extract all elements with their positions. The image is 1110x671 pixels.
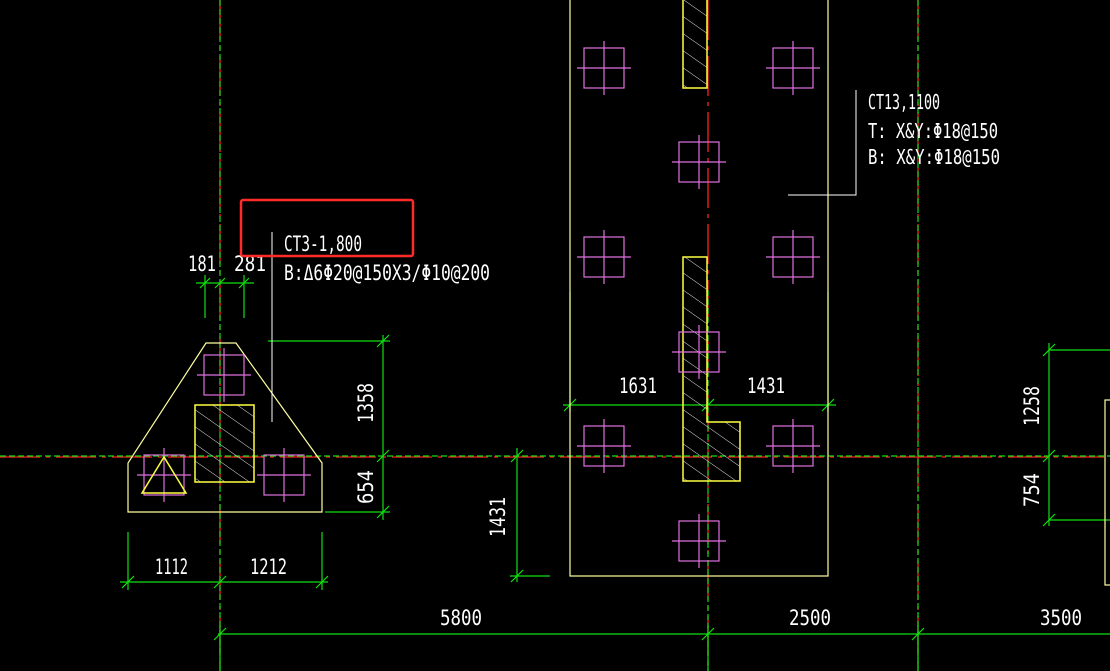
pile-cross-icon [576, 418, 632, 474]
selection-highlight-box [239, 198, 415, 258]
pile-cross-icon [765, 418, 821, 474]
pile-cross-icon [196, 347, 252, 403]
left-dim-width-left: 1112 [155, 555, 188, 579]
left-cap-title[interactable]: CT3-1,800 [284, 232, 362, 256]
left-dim-top-left: 181 [188, 252, 216, 276]
column-hatch-icon [682, 256, 741, 482]
right-cap-leader [788, 90, 857, 196]
right-cap-title[interactable]: CT13,1100 [868, 90, 940, 114]
pile-cross-icon [671, 513, 727, 569]
column-hatch-icon [682, 0, 708, 89]
left-cap-outline [127, 342, 323, 513]
right-dim-height: 1431 [486, 497, 510, 537]
pile-cross-icon [671, 324, 727, 380]
pile-cross-icon [576, 40, 632, 96]
pile-cross-icon [765, 40, 821, 96]
left-pile-cap[interactable] [127, 342, 323, 513]
right-cap-bottom-rebar[interactable]: B: X&Y:Φ18@150 [868, 145, 1000, 169]
left-cap-rebar[interactable]: B:Δ6Φ20@150X3/Φ10@200 [284, 261, 490, 285]
far-right-dim-bottom: 754 [1020, 473, 1044, 507]
right-dim-left: 1631 [619, 374, 657, 398]
triangle-marker-icon [140, 455, 188, 494]
pile-cross-icon [576, 229, 632, 285]
axis-span-2: 2500 [789, 606, 831, 630]
column-hatch-icon [194, 404, 255, 483]
pile-cross-icon [671, 134, 727, 190]
right-cap-outline [569, 0, 829, 577]
far-right-element[interactable] [1104, 399, 1110, 586]
left-dim-height-bottom: 654 [354, 470, 378, 504]
far-right-dim-top: 1258 [1020, 386, 1044, 426]
right-dim-right: 1431 [747, 374, 785, 398]
axis-span-3: 3500 [1040, 606, 1082, 630]
right-pile-cap[interactable] [569, 0, 829, 577]
axis-span-1: 5800 [440, 606, 482, 630]
right-cap-top-rebar[interactable]: T: X&Y:Φ18@150 [868, 119, 998, 143]
left-dim-width-right: 1212 [250, 555, 287, 579]
left-dim-height-top: 1358 [354, 383, 378, 423]
pile-cross-icon [765, 229, 821, 285]
